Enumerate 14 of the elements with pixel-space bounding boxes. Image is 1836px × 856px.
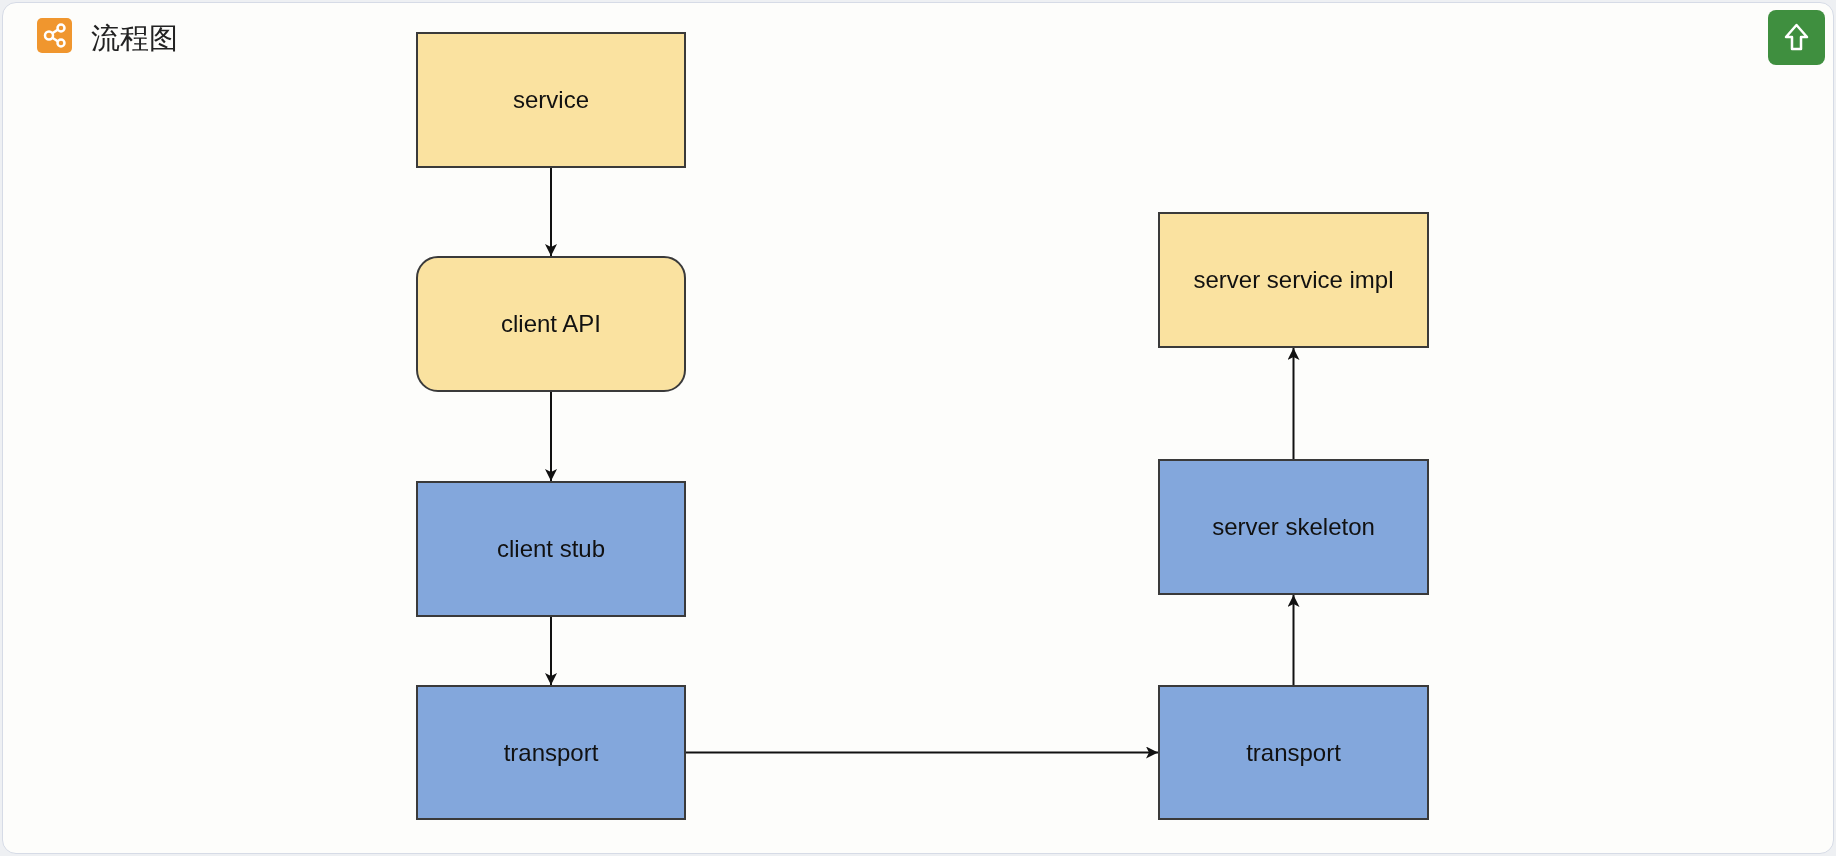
arrow [545, 167, 557, 257]
arrow [545, 616, 557, 686]
process-box: server skeleton [1158, 459, 1429, 595]
process-box: server service impl [1158, 212, 1429, 348]
process-box: service [416, 32, 686, 168]
process-box: client API [416, 256, 686, 392]
arrow [1287, 347, 1300, 460]
arrow [685, 746, 1159, 759]
arrow [545, 391, 557, 482]
process-box: transport [416, 685, 686, 820]
arrow [1287, 594, 1300, 686]
process-box: client stub [416, 481, 686, 617]
title: 流程图 [91, 20, 178, 57]
process-box: transport [1158, 685, 1429, 820]
